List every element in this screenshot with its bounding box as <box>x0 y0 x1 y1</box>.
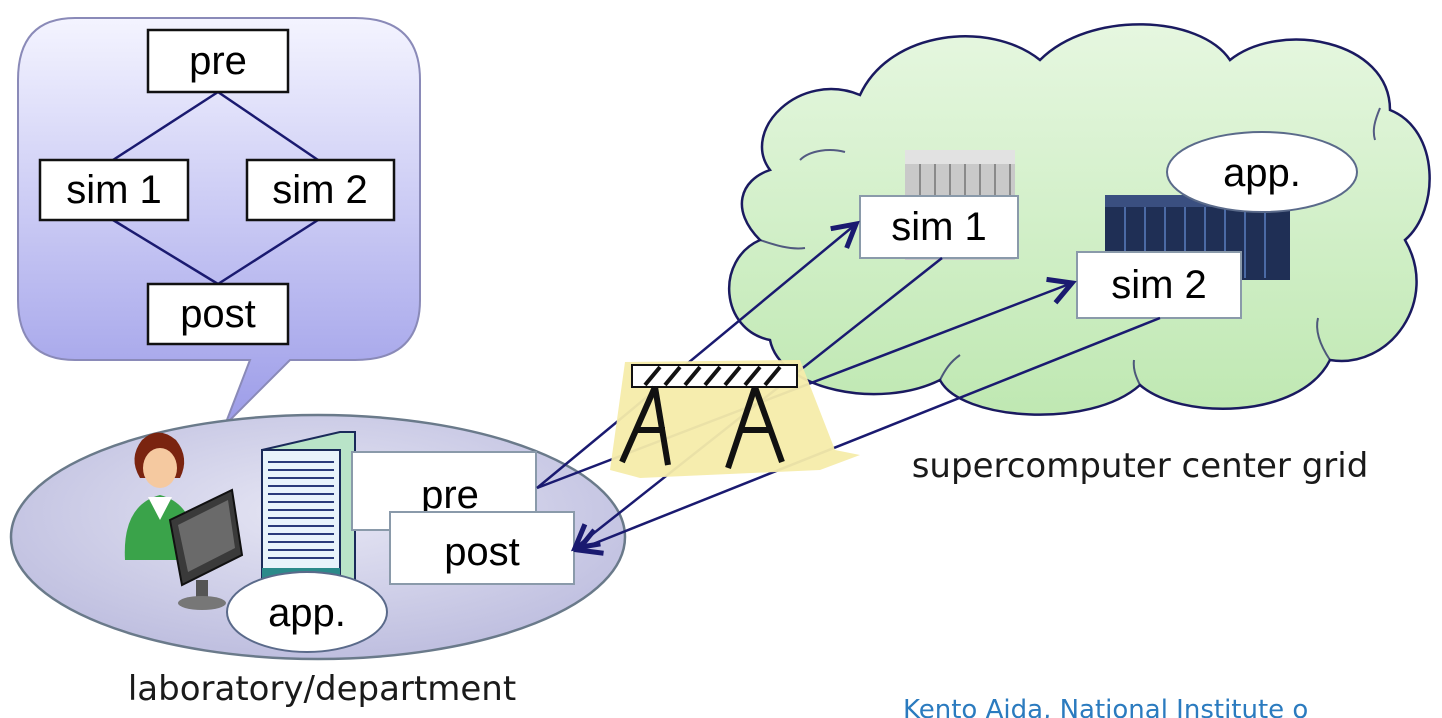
workflow-node-post <box>146 282 290 346</box>
workflow-node-sim2 <box>245 158 396 222</box>
workflow-node-sim2-label: sim 2 <box>272 168 368 212</box>
lab-caption: laboratory/department <box>128 669 516 709</box>
grid-sim1-box <box>859 195 1019 259</box>
grid-sim1-label: sim 1 <box>891 205 987 249</box>
lab-app-bubble <box>226 571 388 653</box>
workflow-node-post-label: post <box>180 292 256 336</box>
lab-post-box <box>389 511 575 585</box>
edge-sim2-post <box>217 218 319 286</box>
grid-sim2-box <box>1076 251 1242 319</box>
grid-app-bubble <box>1166 131 1358 213</box>
barricade-icon <box>610 360 860 478</box>
workflow-node-pre-label: pre <box>189 39 247 83</box>
grid-cloud <box>728 23 1431 416</box>
grid-app-label: app. <box>1223 151 1301 195</box>
workflow-node-pre <box>146 28 290 94</box>
edge-pre-sim2 <box>217 90 319 162</box>
monitor-icon <box>168 488 244 610</box>
grid-caption: supercomputer center grid <box>912 446 1369 486</box>
lab-pre-label: pre <box>421 473 479 517</box>
arrow-sim2-to-post <box>578 316 1161 550</box>
edge-sim1-post <box>112 218 219 286</box>
workflow-node-sim1 <box>38 158 190 222</box>
arrow-pre-to-sim1 <box>536 224 856 489</box>
workflow-bubble: pre sim 1 sim 2 post <box>17 17 421 426</box>
workflow-node-sim1-label: sim 1 <box>66 168 162 212</box>
lab-post-label: post <box>444 530 520 574</box>
server-icon <box>261 431 356 591</box>
credit-text: Kento Aida, National Institute o <box>903 695 1308 718</box>
lab-app-label: app. <box>268 591 346 635</box>
grid-sim2-label: sim 2 <box>1111 263 1207 307</box>
edge-pre-sim1 <box>112 90 219 162</box>
